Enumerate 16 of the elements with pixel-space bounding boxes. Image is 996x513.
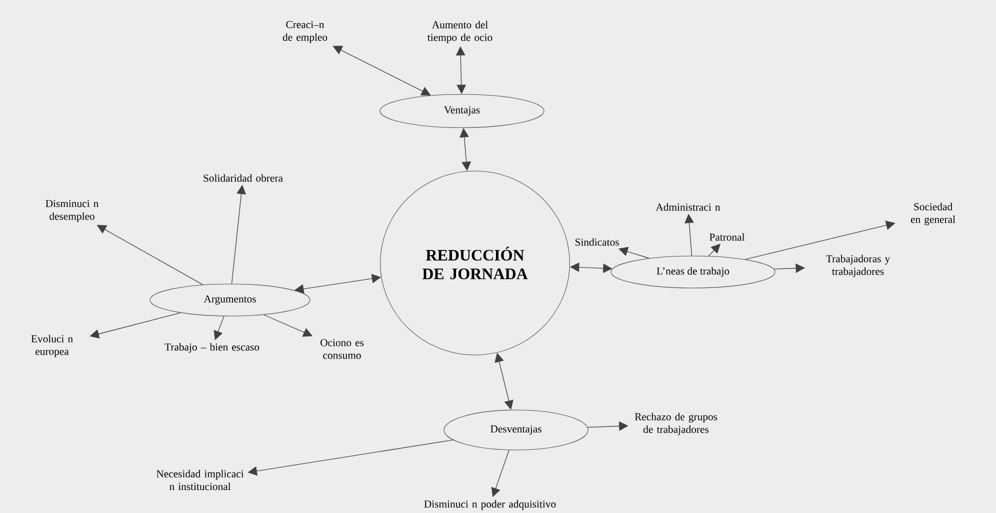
idea-label: Trabajo – bien escaso <box>164 343 260 353</box>
idea-label: Disminuci n desempleo <box>46 200 98 222</box>
idea-label: Disminuci n poder adquisitivo <box>424 500 556 510</box>
idea-label: Rechazo de grupos de trabajadores <box>634 412 718 436</box>
idea-label: Evoluci n europea <box>31 334 73 358</box>
arrow <box>708 244 720 256</box>
idea-label: Administraci n <box>656 203 720 211</box>
idea-label: Necesidad implicaci n institucional <box>156 470 244 490</box>
idea-label: Sindicatos <box>576 238 619 246</box>
idea-label: Creaci–n de empleo <box>282 21 328 43</box>
idea-label: Trabajadoras y trabajadores <box>826 254 890 278</box>
idea-label: Sociedad en general <box>910 202 956 226</box>
idea-label: Patronal <box>710 233 745 241</box>
idea-label: Solidaridad obrera <box>204 174 283 182</box>
idea-label: Aumento del tiempo de ocio <box>428 20 492 44</box>
idea-label: Ociono es consumo <box>320 339 364 359</box>
